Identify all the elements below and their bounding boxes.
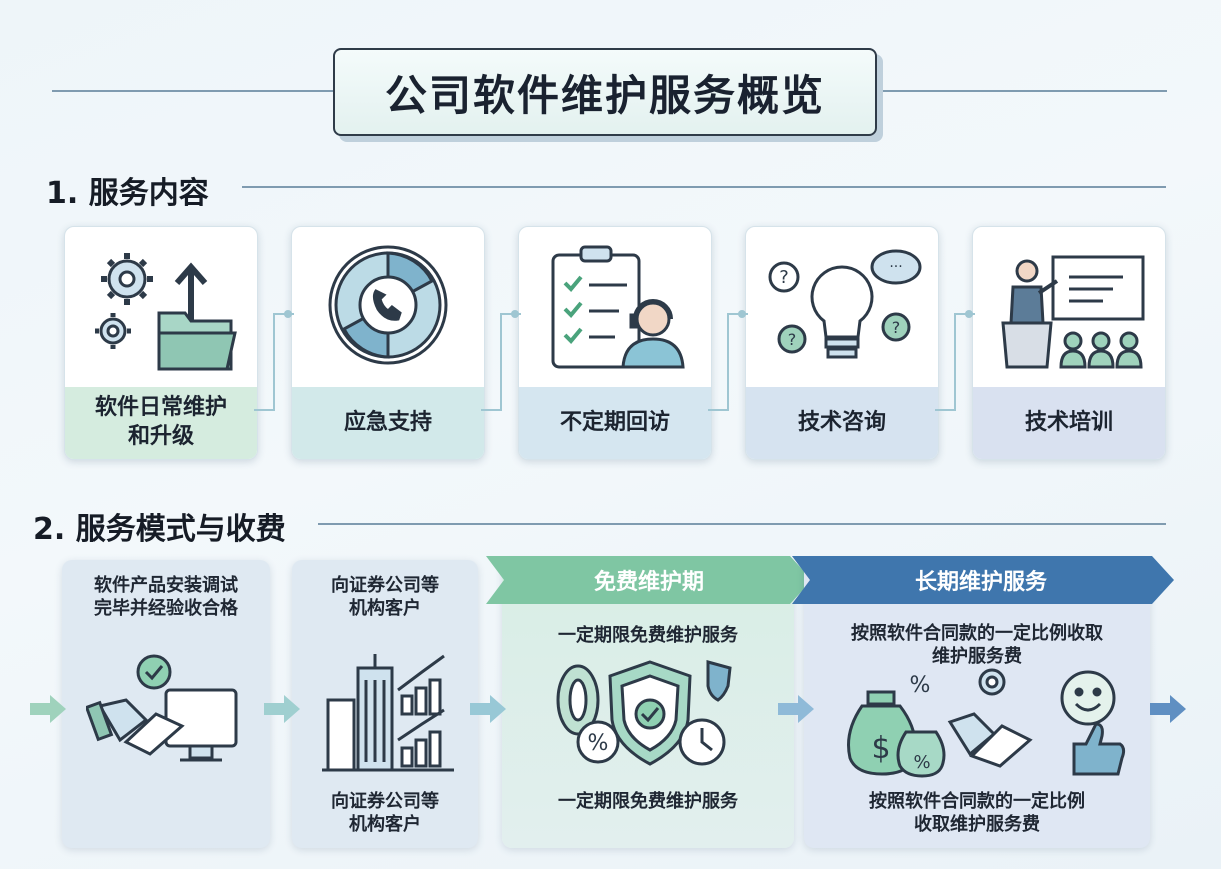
client-text-top: 向证券公司等 机构客户	[331, 575, 439, 620]
long-term-text-bottom: 按照软件合同款的一定比例 收取维护服务费	[869, 791, 1085, 836]
service-card-training: 技术培训	[972, 226, 1166, 460]
svg-text:?: ?	[788, 330, 797, 349]
flow-arrow-1	[30, 695, 66, 723]
long-term-text-top: 按照软件合同款的一定比例收取 维护服务费	[851, 623, 1103, 668]
lifebuoy-phone-icon	[328, 245, 448, 365]
free-text-top: 一定期限免费维护服务	[558, 625, 738, 646]
acceptance-text: 软件产品安装调试 完毕并经验收合格	[94, 575, 238, 620]
title-rule-left	[52, 90, 333, 92]
page-title: 公司软件维护服务概览	[333, 48, 877, 136]
svg-text:?: ?	[892, 318, 901, 337]
svg-text:%: %	[910, 673, 931, 698]
handshake-computer-icon	[86, 654, 238, 762]
flow-arrow-4	[778, 695, 814, 723]
card-connector-2	[481, 310, 521, 411]
lightbulb-questions-icon: ? ? ? ···	[768, 249, 922, 359]
section1-rule	[242, 186, 1166, 188]
svg-text:$: $	[871, 731, 890, 766]
card-connector-3	[708, 310, 748, 411]
long-term-banner-label: 长期维护服务	[914, 570, 1047, 595]
flow-arrow-3	[470, 695, 506, 723]
long-term-banner	[792, 556, 1174, 604]
buildings-growth-icon	[322, 654, 454, 772]
client-text-bottom: 向证券公司等 机构客户	[331, 791, 439, 836]
service-label-consulting: 技术咨询	[746, 387, 938, 459]
flow-arrow-5	[1150, 695, 1186, 723]
zero-percent-shield-clock-icon: %	[556, 660, 732, 766]
service-card-maintenance: 软件日常维护 和升级	[64, 226, 258, 460]
service-label-training: 技术培训	[973, 387, 1165, 459]
section1-heading: 1. 服务内容	[46, 176, 209, 211]
service-label-emergency: 应急支持	[292, 387, 484, 459]
money-handshake-smile-icon: $ % %	[847, 668, 1126, 778]
presentation-training-icon	[1001, 255, 1145, 369]
checklist-headset-icon	[551, 245, 685, 369]
service-card-consulting: ? ? ? ··· 技术咨询	[745, 226, 939, 460]
service-label-revisit: 不定期回访	[519, 387, 711, 459]
service-card-emergency: 应急支持	[291, 226, 485, 460]
card-connector-1	[254, 310, 294, 411]
svg-text:···: ···	[889, 259, 902, 275]
section2-heading: 2. 服务模式与收费	[33, 512, 286, 547]
title-rule-right	[875, 90, 1167, 92]
free-text-bottom: 一定期限免费维护服务	[558, 791, 738, 812]
svg-text:?: ?	[779, 267, 789, 288]
free-period-banner-label: 免费维护期	[593, 570, 704, 595]
flow-arrow-2	[264, 695, 300, 723]
section2-rule	[318, 523, 1166, 525]
svg-text:%: %	[913, 752, 930, 773]
gears-folder-upload-icon	[95, 253, 237, 371]
svg-text:%: %	[588, 731, 609, 756]
free-period-banner	[486, 556, 812, 604]
service-label-maintenance: 软件日常维护 和升级	[65, 387, 257, 459]
card-connector-4	[935, 310, 975, 411]
service-card-revisit: 不定期回访	[518, 226, 712, 460]
